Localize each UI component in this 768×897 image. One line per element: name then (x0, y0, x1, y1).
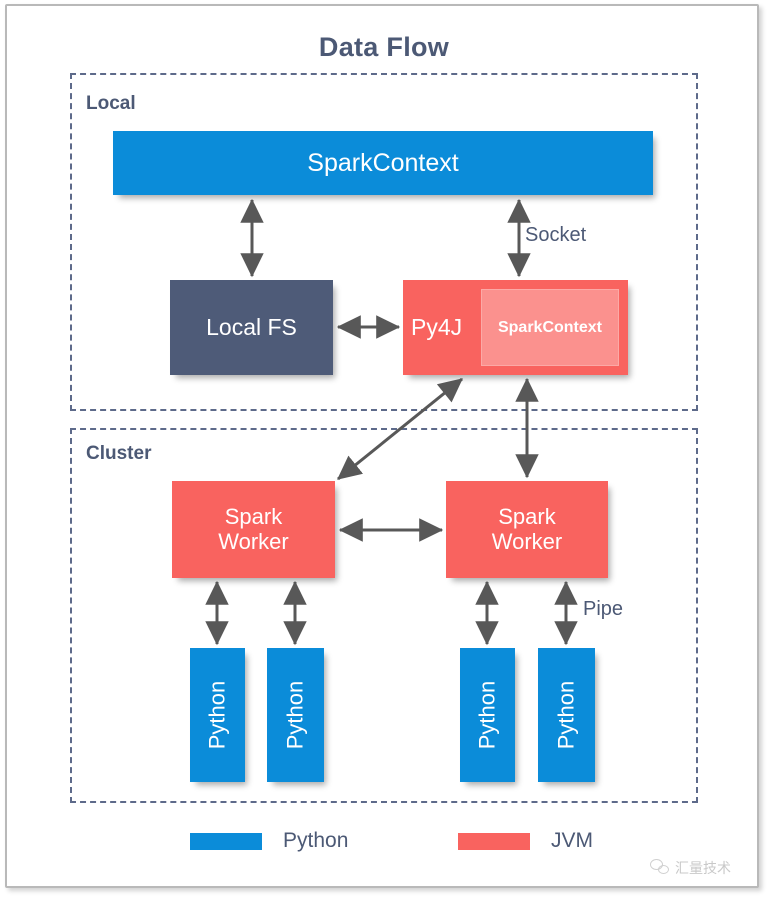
node-sparkcontext-inner[interactable]: SparkContext (481, 289, 619, 366)
node-label-python-worker-4: Python (553, 680, 579, 750)
node-label-spark-worker-right-line2: Worker (491, 528, 563, 554)
group-label-local: Local (86, 93, 136, 114)
node-label-local-fs: Local FS (206, 313, 297, 340)
node-label-sparkcontext-main: SparkContext (307, 149, 459, 177)
node-label-spark-worker-right-line1: Spark (498, 503, 556, 529)
watermark-text: 汇量技术 (675, 861, 731, 877)
node-label-spark-worker-left-line2: Worker (218, 528, 289, 554)
legend-swatch-python (190, 833, 262, 850)
wechat-logo-icon (650, 859, 670, 877)
node-python-worker-4[interactable]: Python (538, 648, 595, 782)
legend-label-jvm: JVM (551, 829, 593, 852)
node-label-py4j: Py4J (411, 314, 463, 340)
node-py4j[interactable]: Py4J SparkContext (403, 280, 628, 375)
node-sparkcontext-main[interactable]: SparkContext (113, 131, 653, 195)
node-python-worker-2[interactable]: Python (267, 648, 324, 782)
node-python-worker-1[interactable]: Python (190, 648, 245, 782)
watermark: 汇量技术 (650, 858, 731, 878)
node-label-spark-worker-left-line1: Spark (224, 503, 283, 529)
legend-label-python: Python (283, 829, 349, 852)
node-label-python-worker-1: Python (204, 680, 230, 750)
group-label-cluster: Cluster (86, 443, 152, 464)
node-label-python-worker-3: Python (474, 680, 500, 750)
edge-label-socket: Socket (525, 224, 587, 246)
edge-label-pipe: Pipe (583, 598, 624, 620)
node-local-fs[interactable]: Local FS (170, 280, 333, 375)
page-title: Data Flow (318, 32, 450, 62)
node-python-worker-3[interactable]: Python (460, 648, 515, 782)
node-label-sparkcontext-inner: SparkContext (497, 318, 603, 336)
node-label-python-worker-2: Python (282, 680, 308, 750)
node-spark-worker-right[interactable]: Spark Worker (446, 481, 608, 578)
node-spark-worker-left[interactable]: Spark Worker (172, 481, 335, 578)
legend-swatch-jvm (458, 833, 530, 850)
